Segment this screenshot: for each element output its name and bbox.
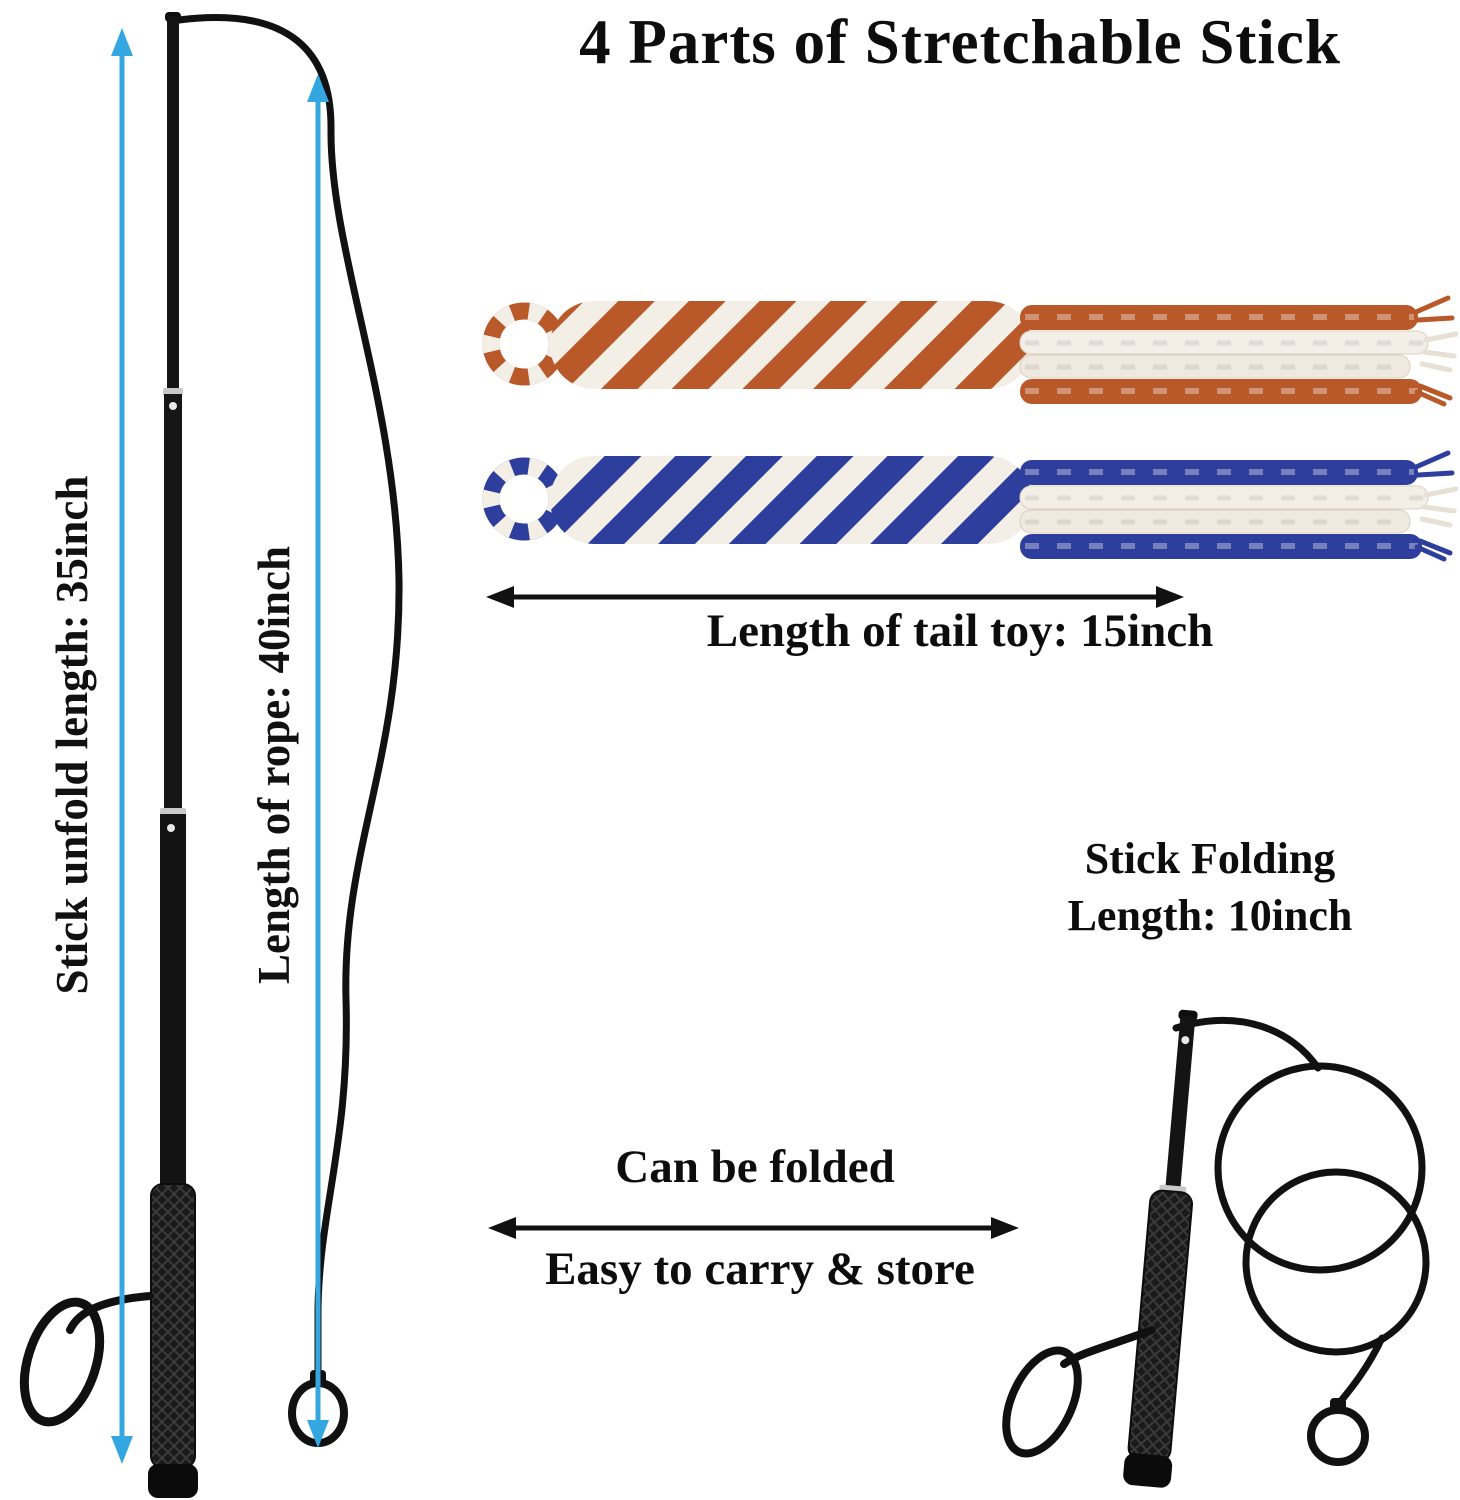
toy-strand: [1020, 379, 1422, 404]
lock-button-1: [169, 402, 177, 410]
folded-stick-rope: [1172, 1017, 1430, 1466]
rope-coil-2: [1242, 1168, 1430, 1356]
stick-segment-2: [164, 394, 182, 814]
page-title: 4 Parts of Stretchable Stick: [579, 7, 1341, 77]
tail-toy-orange: [482, 295, 1459, 407]
arrow-head-right: [991, 1217, 1019, 1239]
lock-button: [1181, 1036, 1190, 1045]
toy-fringe-white: [1419, 486, 1459, 528]
arrow-head-up: [111, 28, 133, 56]
toy-fringe-blue: [1413, 450, 1455, 562]
can-be-folded-label: Can be folded: [615, 1141, 895, 1193]
can-be-folded-arrow: [488, 1217, 1019, 1239]
stick-folding-line1: Stick Folding: [1084, 834, 1336, 883]
stick-bottom-cap: [1123, 1453, 1173, 1488]
arrow-head-down: [307, 1420, 329, 1448]
folded-stick-strap: [1002, 1326, 1156, 1458]
toy-strand: [1020, 305, 1418, 330]
rope-length-label: Length of rope: 40inch: [249, 546, 299, 984]
toy-strand: [1019, 509, 1411, 534]
toy-braid-section: [550, 456, 1032, 544]
rope-end-loop: [1307, 1406, 1369, 1466]
arrow-head-left: [488, 1217, 516, 1239]
stick-folding-length-label: Stick Folding Length: 10inch: [1020, 830, 1400, 944]
rope-coil-1: [1214, 1062, 1426, 1274]
wrist-strap-loop: [1002, 1346, 1082, 1458]
toy-strand: [1020, 534, 1422, 559]
rope-length-arrow: [307, 74, 329, 1448]
stick-segment-1: [167, 16, 179, 394]
toy-strand: [1019, 354, 1411, 379]
toy-fringe-orange: [1413, 295, 1455, 407]
tail-toy-length-arrow: [486, 586, 1184, 608]
toy-strand: [1019, 330, 1429, 355]
arrow-head-down: [111, 1436, 133, 1464]
tail-toy-length-label: Length of tail toy: 15inch: [706, 605, 1214, 657]
arrow-head-left: [486, 586, 514, 608]
stick-unfold-length-label: Stick unfold length: 35inch: [47, 475, 97, 995]
stick-bottom-cap: [148, 1464, 198, 1498]
toy-braid-section: [550, 301, 1032, 389]
stick-segment: [1165, 1015, 1196, 1190]
lock-button-2: [167, 824, 175, 832]
stick-grip-handle: [150, 1183, 196, 1469]
telescopic-stick-unfolded: [19, 12, 198, 1498]
toy-fringe-white: [1419, 331, 1459, 373]
stick-folding-line2: Length: 10inch: [1067, 891, 1353, 941]
stick-segment-3: [160, 814, 186, 1186]
easy-to-carry-label: Easy to carry & store: [545, 1243, 975, 1295]
toy-strand: [1019, 485, 1429, 510]
stick-grip-handle: [1127, 1189, 1194, 1463]
toy-strand: [1020, 460, 1418, 485]
telescopic-stick-folded: [1123, 1009, 1198, 1488]
arrow-head-up: [307, 74, 329, 102]
arrow-head-right: [1156, 586, 1184, 608]
stick-length-arrow: [111, 28, 133, 1464]
rope-curve: [175, 14, 403, 1382]
wrist-strap-loop: [19, 1297, 105, 1427]
tail-toy-blue: [482, 450, 1459, 562]
